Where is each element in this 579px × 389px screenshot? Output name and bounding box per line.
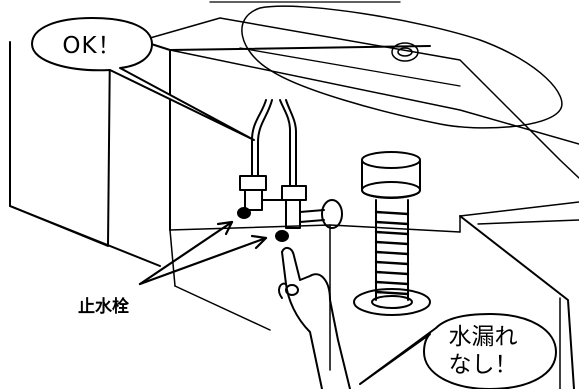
pointing-hand — [278, 246, 351, 389]
countertop — [144, 1, 579, 231]
basin — [241, 5, 563, 129]
no-leak-line-2: なし！ — [448, 352, 518, 378]
no-leak-line-1: 水漏れ — [448, 324, 518, 350]
no-leak-speech-bubble — [359, 313, 557, 389]
no-leak-callout-text: 水漏れ なし！ — [428, 323, 538, 379]
ok-callout-text: OK！ — [62, 33, 122, 59]
right-valve — [275, 185, 343, 242]
drain-trap — [353, 151, 431, 316]
ok-speech-bubble — [31, 17, 255, 141]
left-valve — [237, 175, 289, 219]
supply-hoses — [251, 99, 297, 187]
left-cabinet-door — [9, 41, 161, 267]
valve-arrows — [138, 220, 268, 286]
right-cabinet-door — [459, 215, 579, 389]
shut-off-valve-label: 止水栓 — [78, 297, 129, 317]
